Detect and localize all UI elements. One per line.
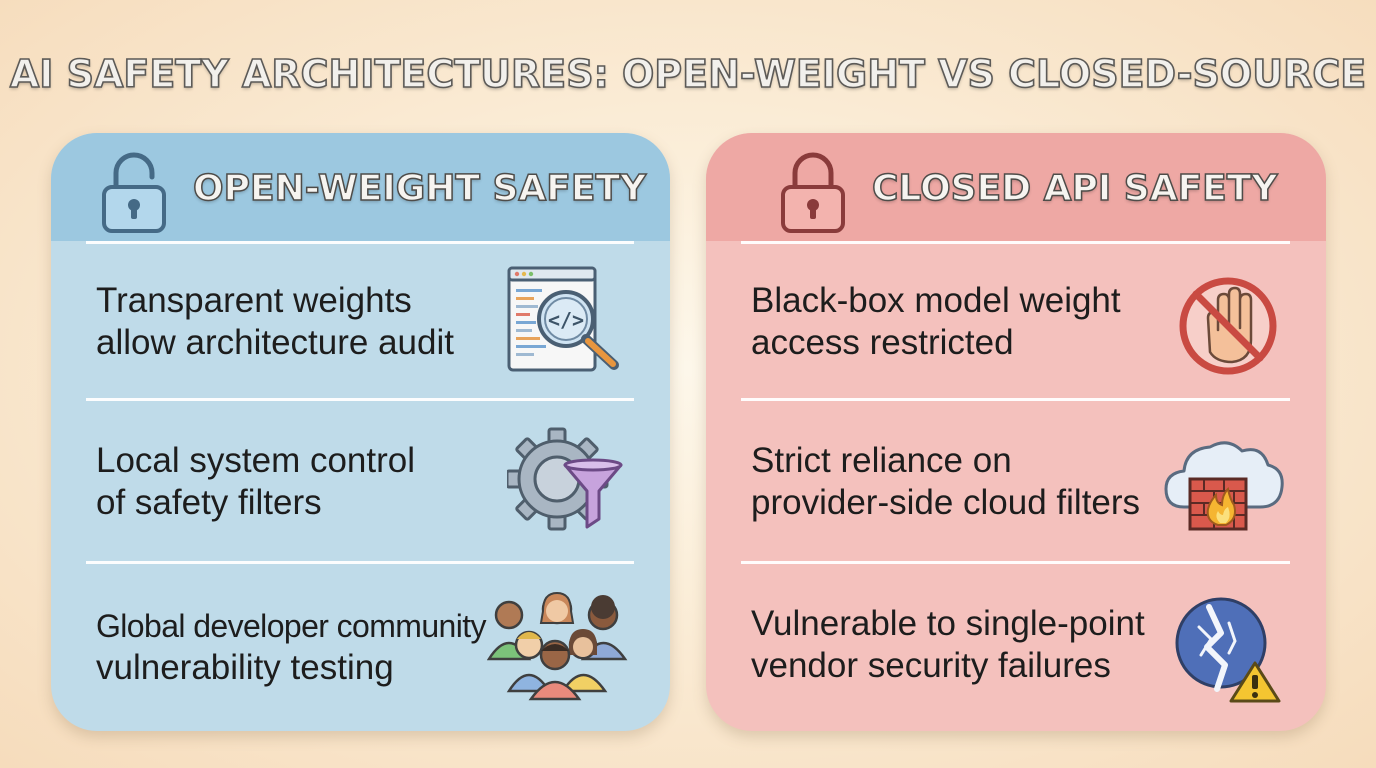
open-weight-panel-title: OPEN-WEIGHT SAFETY [192, 167, 647, 210]
open-row-1-text: Transparent weights allow architecture a… [96, 280, 454, 364]
divider [86, 241, 634, 244]
open-row-1-line-1: Transparent weights [96, 281, 412, 320]
open-row-3-text: Global developer community vulnerability… [96, 605, 487, 689]
broken-shield-warning-icon [1175, 597, 1281, 703]
closed-row-3-line-2: vendor security failures [751, 646, 1111, 685]
closed-row-2-line-1: Strict reliance on [751, 441, 1012, 480]
closed-row-1-line-1: Black-box model weight [751, 281, 1121, 320]
divider [741, 241, 1290, 244]
closed-row-3-line-1: Vulnerable to single-point [751, 604, 1145, 643]
open-row-2-line-2: of safety filters [96, 483, 322, 522]
divider [86, 398, 634, 401]
open-weight-panel-header: OPEN-WEIGHT SAFETY [51, 133, 670, 241]
divider [86, 561, 634, 564]
open-row-3-line-2: vulnerability testing [96, 648, 394, 687]
closed-row-2-line-2: provider-side cloud filters [751, 483, 1141, 522]
unlocked-padlock-icon [102, 152, 166, 233]
open-row-2-text: Local system control of safety filters [96, 440, 415, 524]
locked-padlock-icon [781, 152, 845, 233]
code-magnifier-icon: </> [507, 266, 619, 372]
closed-api-panel-header: CLOSED API SAFETY [706, 133, 1326, 241]
open-row-3-line-1: Global developer community [96, 608, 487, 644]
divider [741, 398, 1290, 401]
closed-api-panel: CLOSED API SAFETY Black-box model weight… [706, 133, 1326, 731]
developer-group-icon [487, 591, 628, 701]
svg-text:</>: </> [548, 308, 584, 332]
page-title: AI SAFETY ARCHITECTURES: OPEN-WEIGHT VS … [9, 51, 1367, 97]
divider [741, 561, 1290, 564]
gear-funnel-icon [507, 427, 623, 531]
closed-row-3-text: Vulnerable to single-point vendor securi… [751, 603, 1145, 687]
closed-row-1-text: Black-box model weight access restricted [751, 280, 1121, 364]
open-weight-panel: OPEN-WEIGHT SAFETY Transparent weights a… [51, 133, 670, 731]
cloud-firewall-icon [1164, 441, 1284, 531]
closed-api-panel-title: CLOSED API SAFETY [871, 167, 1278, 210]
closed-row-2-text: Strict reliance on provider-side cloud f… [751, 440, 1140, 524]
closed-row-1-line-2: access restricted [751, 323, 1014, 362]
no-access-hand-icon [1179, 277, 1277, 375]
open-row-2-line-1: Local system control [96, 441, 416, 480]
open-row-1-line-2: allow architecture audit [96, 323, 454, 362]
